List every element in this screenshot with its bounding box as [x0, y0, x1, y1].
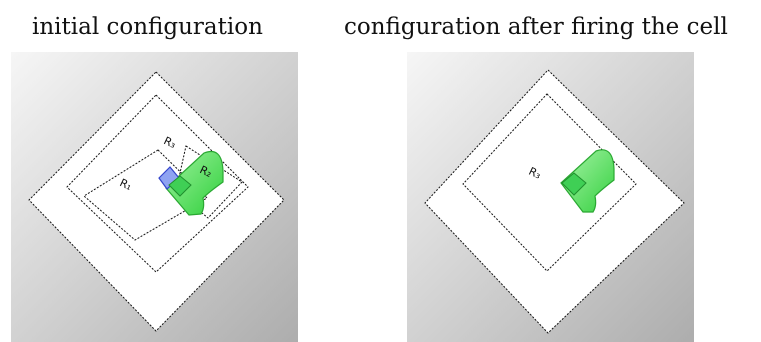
label-r3: R₃ — [527, 165, 543, 182]
cell-green — [560, 149, 615, 213]
label-r3: R₃ — [162, 134, 178, 151]
label-r2: R₂ — [198, 163, 214, 180]
region-r3 — [66, 94, 249, 273]
after-firing-diagram: R₃ — [407, 52, 694, 342]
cell-r2-green — [165, 150, 224, 216]
cell-green-diamond — [561, 172, 587, 196]
initial-configuration-diagram: R₃ R₁ R₂ — [11, 52, 298, 342]
cell-green-diamond — [168, 175, 192, 197]
caption-initial-configuration: initial configuration — [32, 14, 263, 40]
label-r1: R₁ — [118, 176, 134, 193]
caption-after-firing: configuration after firing the cell — [344, 14, 728, 40]
